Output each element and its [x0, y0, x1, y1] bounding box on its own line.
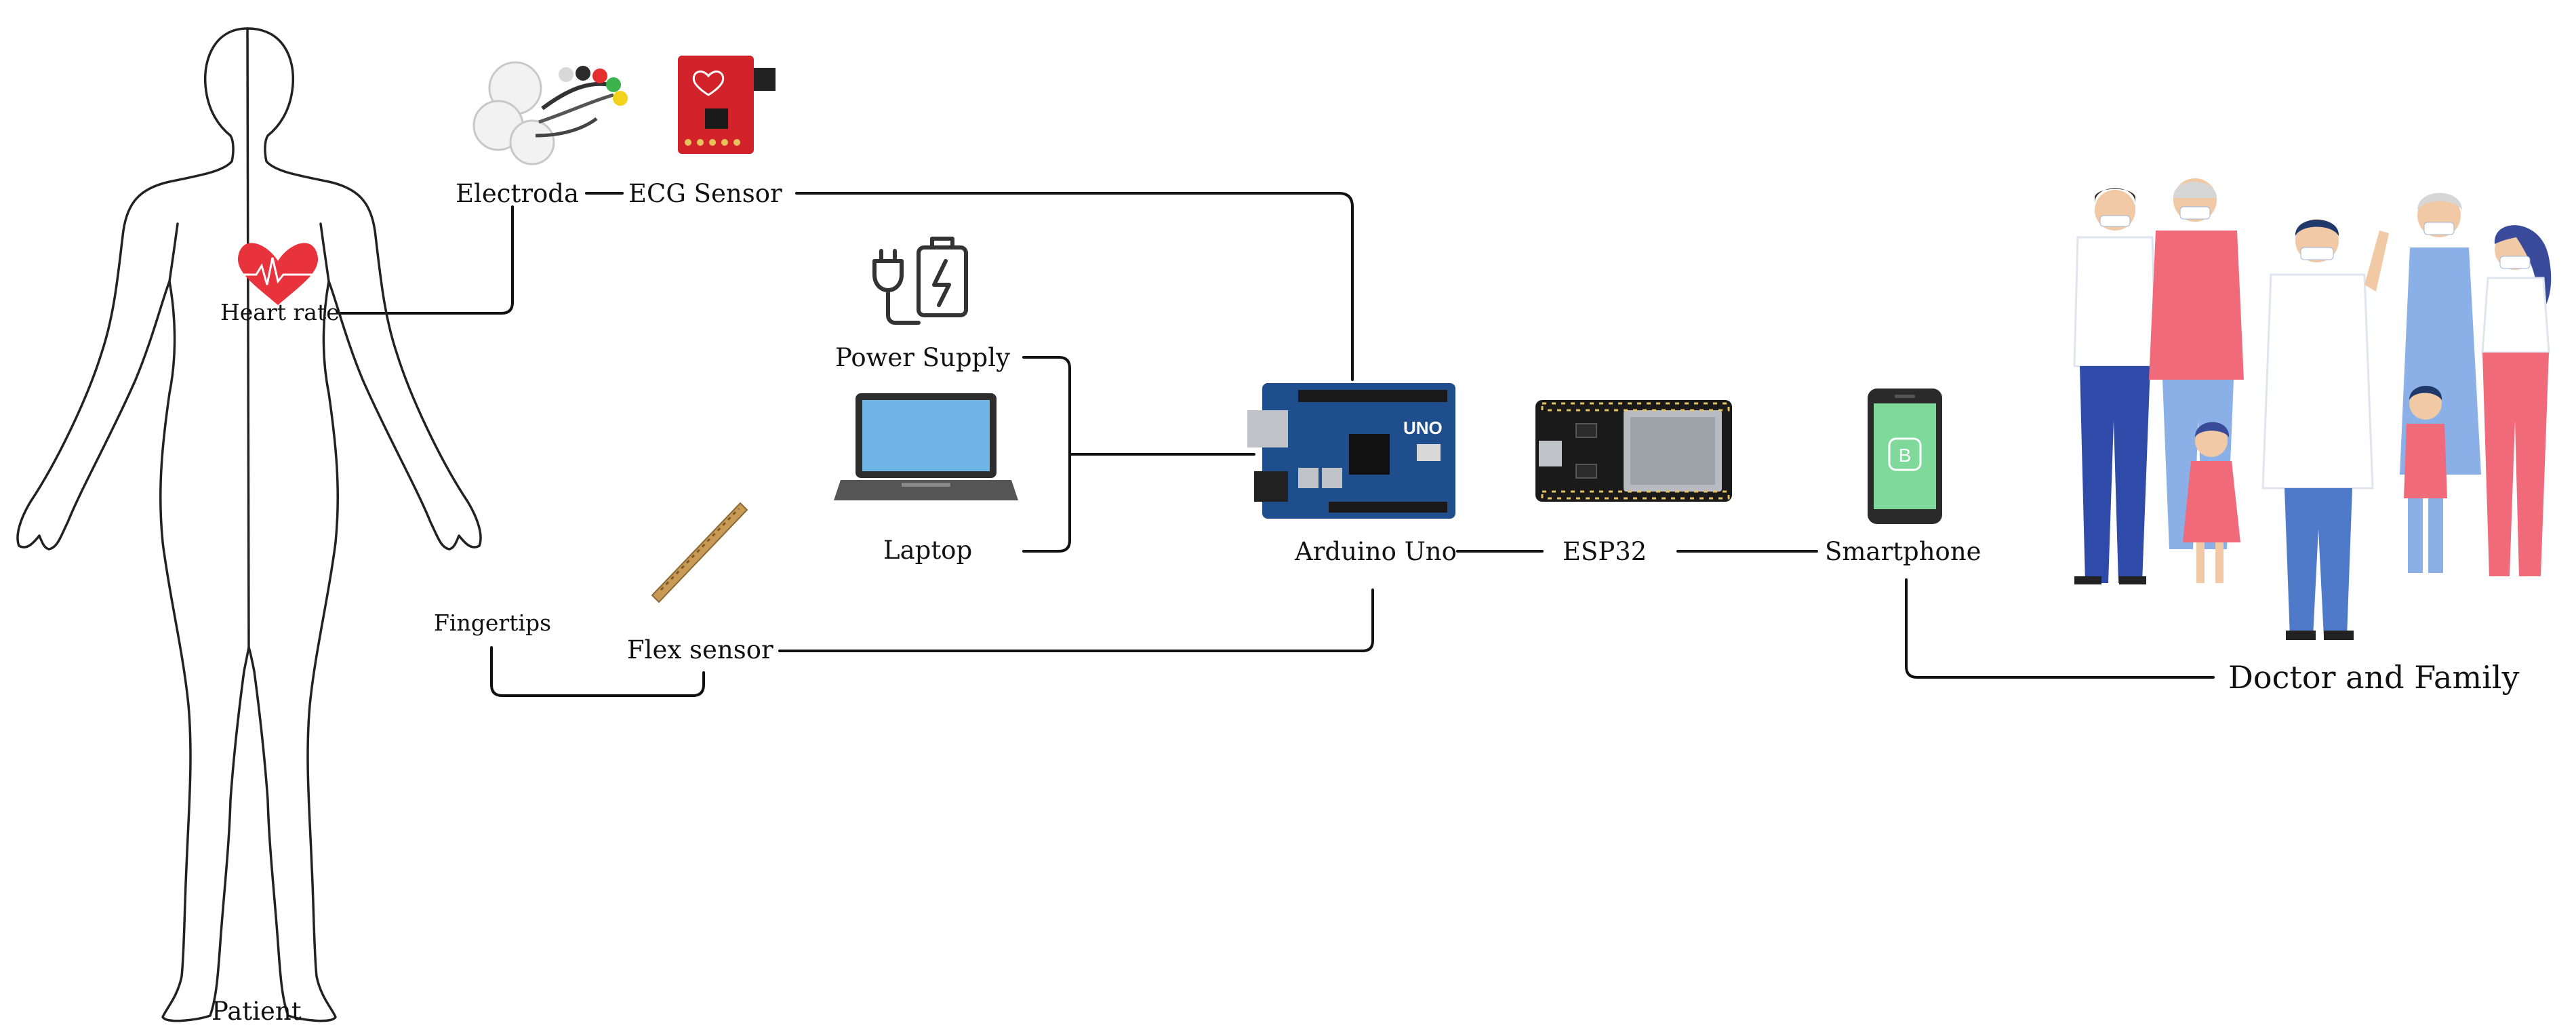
esp32-icon: [1535, 400, 1732, 502]
label-flex-sensor: Flex sensor: [627, 635, 773, 664]
doctor-and-family-illustration: [2073, 178, 2552, 640]
person-doctor: [2261, 219, 2389, 640]
smartphone-icon: B: [1868, 388, 1942, 524]
heart-icon: [237, 243, 319, 305]
label-arduino-uno: Arduino Uno: [1295, 537, 1457, 566]
connector-lines: [338, 192, 2215, 697]
label-esp32: ESP32: [1563, 537, 1647, 566]
line-smartphone-to-doctor: [1905, 578, 2215, 679]
arduino-board-mark: UNO: [1403, 418, 1443, 438]
line-power-supply-bracket: [1022, 356, 1071, 553]
line-heart-to-electroda: [338, 205, 514, 315]
label-patient: Patient: [212, 997, 302, 1026]
label-heart-rate: Heart rate: [220, 299, 340, 325]
person-man-left: [2073, 188, 2157, 584]
phone-app-mark: B: [1899, 445, 1912, 466]
line-ecg-to-arduino: [795, 192, 1354, 381]
person-girl: [2183, 422, 2240, 583]
label-power-supply: Power Supply: [835, 343, 1010, 372]
label-fingertips: Fingertips: [434, 610, 552, 636]
label-laptop: Laptop: [883, 536, 973, 565]
patient-body-outline: [16, 27, 482, 1022]
label-doctor-and-family: Doctor and Family: [2228, 659, 2520, 696]
person-old-man: [2149, 178, 2244, 549]
person-woman-right: [2481, 225, 2552, 576]
label-smartphone: Smartphone: [1825, 537, 1981, 566]
flex-sensor-icon: [651, 502, 748, 603]
person-boy: [2404, 386, 2447, 573]
line-fingertips-to-flex: [490, 646, 705, 697]
power-supply-icon: [872, 237, 968, 325]
electrodes-icon: [472, 61, 628, 165]
label-electroda: Electroda: [456, 179, 580, 208]
label-ecg-sensor: ECG Sensor: [628, 179, 782, 208]
ecg-sensor-icon: [678, 56, 776, 154]
laptop-icon: [834, 393, 1018, 500]
arduino-uno-icon: UNO: [1247, 383, 1455, 519]
line-flex-to-arduino: [778, 589, 1374, 652]
